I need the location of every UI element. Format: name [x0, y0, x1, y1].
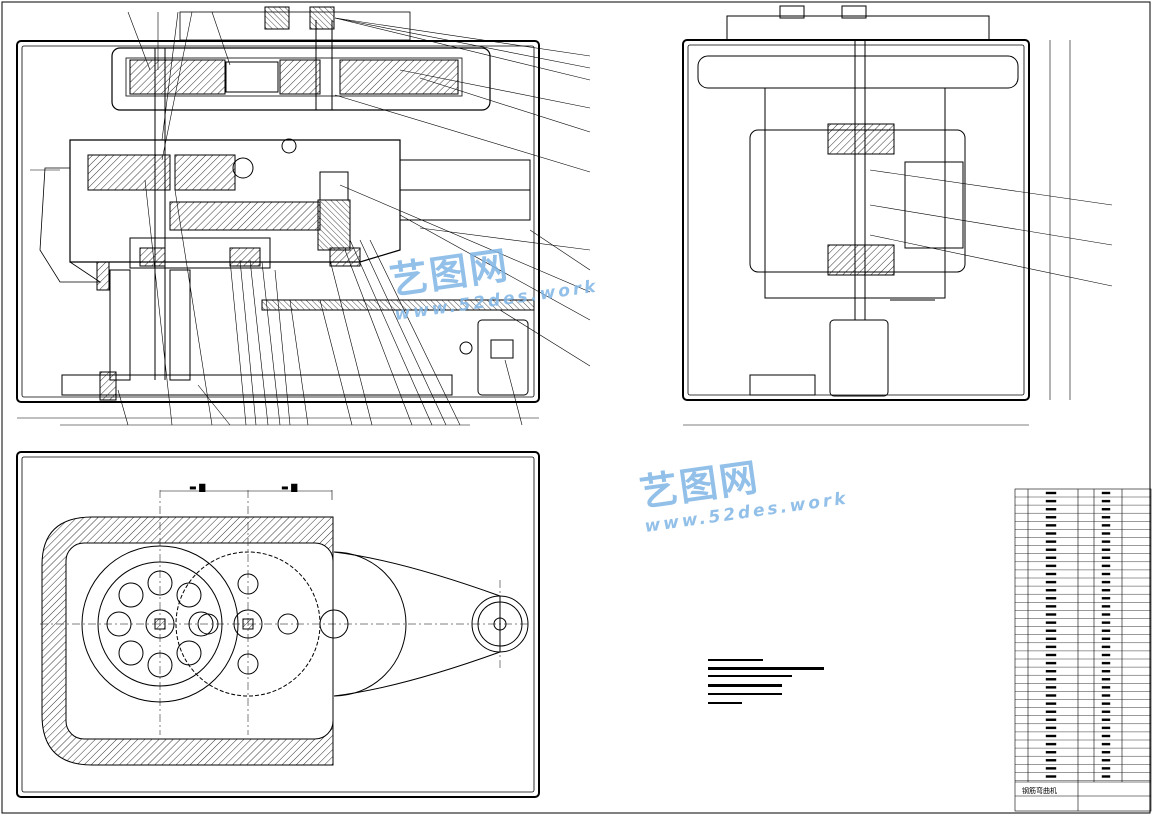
- tech-notes: [708, 659, 824, 704]
- parts-list-cell-mark: [1045, 580, 1057, 584]
- parts-list-cell-mark: [1101, 702, 1111, 705]
- parts-list-cell-mark: [1101, 548, 1111, 551]
- parts-list-cell-mark: [1101, 694, 1111, 697]
- parts-list-cell-mark: [1045, 751, 1057, 754]
- parts-list-cell-mark: [1045, 613, 1057, 616]
- parts-list-cell-mark: [1045, 726, 1057, 730]
- dimension-label-1: ▬ ▇: [189, 483, 206, 492]
- parts-list-cell-mark: [1101, 564, 1111, 568]
- front-view: [16, 6, 591, 426]
- parts-list-cell-mark: [1101, 710, 1111, 713]
- parts-list-cell-mark: [1101, 524, 1111, 527]
- parts-list-cell-mark: [1101, 751, 1111, 754]
- parts-list-cell-mark: [1045, 540, 1057, 543]
- parts-list-cell-mark: [1101, 540, 1111, 543]
- parts-list-cell-mark: [1045, 702, 1057, 705]
- parts-list-cell-mark: [1045, 775, 1057, 778]
- parts-list-cell-mark: [1045, 645, 1057, 649]
- parts-list-cell-mark: [1045, 605, 1057, 608]
- parts-list-cell-mark: [1101, 686, 1111, 689]
- parts-list-cell-mark: [1045, 491, 1057, 495]
- parts-list-cell-mark: [1101, 613, 1111, 616]
- parts-list-cell-mark: [1045, 678, 1057, 681]
- parts-list-rows: [1015, 491, 1151, 781]
- parts-list-cell-mark: [1101, 597, 1111, 600]
- parts-list-cell-mark: [1045, 718, 1057, 721]
- parts-list-cell-mark: [1101, 508, 1111, 511]
- parts-list-cell-mark: [1101, 491, 1111, 495]
- title-block-name: 钢筋弯曲机: [1022, 787, 1057, 795]
- parts-list-cell-mark: [1045, 686, 1057, 689]
- parts-list-cell-mark: [1045, 621, 1057, 624]
- parts-list: [1014, 488, 1152, 812]
- parts-list-cell-mark: [1045, 589, 1057, 592]
- parts-list-cell-mark: [1101, 726, 1111, 730]
- parts-list-cell-mark: [1101, 532, 1111, 535]
- parts-list-cell-mark: [1101, 775, 1111, 778]
- parts-list-cell-mark: [1045, 661, 1057, 665]
- parts-list-cell-mark: [1045, 759, 1057, 762]
- parts-list-cell-mark: [1045, 556, 1057, 559]
- parts-list-cell-mark: [1045, 524, 1057, 527]
- parts-list-cell-mark: [1101, 670, 1111, 673]
- parts-list-cell-mark: [1101, 718, 1111, 721]
- parts-list-cell-mark: [1045, 710, 1057, 713]
- parts-list-cell-mark: [1101, 499, 1111, 503]
- parts-list-cell-mark: [1101, 653, 1111, 657]
- parts-list-cell-mark: [1101, 637, 1111, 640]
- parts-list-cell-mark: [1045, 694, 1057, 697]
- parts-list-cell-mark: [1045, 637, 1057, 640]
- parts-list-cell-mark: [1101, 589, 1111, 592]
- parts-list-cell-mark: [1045, 742, 1057, 746]
- parts-list-cell-mark: [1101, 742, 1111, 746]
- parts-list-cell-mark: [1101, 661, 1111, 665]
- plan-view: [16, 451, 540, 798]
- parts-list-cell-mark: [1101, 629, 1111, 632]
- parts-list-cell-mark: [1101, 580, 1111, 584]
- dimension-label-2: ▬ ▇: [281, 483, 298, 492]
- parts-list-cell-mark: [1045, 597, 1057, 600]
- parts-list-cell-mark: [1101, 645, 1111, 649]
- parts-list-cell-mark: [1045, 629, 1057, 632]
- parts-list-cell-mark: [1101, 621, 1111, 624]
- parts-list-cell-mark: [1045, 499, 1057, 503]
- parts-list-cell-mark: [1101, 556, 1111, 559]
- parts-list-cell-mark: [1045, 572, 1057, 576]
- parts-list-cell-mark: [1101, 572, 1111, 576]
- parts-list-cell-mark: [1045, 670, 1057, 673]
- parts-list-cell-mark: [1101, 516, 1111, 519]
- side-view: [682, 5, 1113, 426]
- parts-list-cell-mark: [1045, 532, 1057, 535]
- parts-list-cell-mark: [1045, 564, 1057, 568]
- parts-list-cell-mark: [1045, 653, 1057, 657]
- parts-list-cell-mark: [1045, 508, 1057, 511]
- parts-list-cell-mark: [1101, 605, 1111, 608]
- parts-list-cell-mark: [1101, 767, 1111, 770]
- parts-list-cell-mark: [1045, 548, 1057, 551]
- parts-list-cell-mark: [1101, 759, 1111, 762]
- parts-list-cell-mark: [1045, 734, 1057, 738]
- parts-list-cell-mark: [1101, 678, 1111, 681]
- parts-list-cell-mark: [1101, 734, 1111, 738]
- parts-list-cell-mark: [1045, 516, 1057, 519]
- parts-list-cell-mark: [1045, 767, 1057, 770]
